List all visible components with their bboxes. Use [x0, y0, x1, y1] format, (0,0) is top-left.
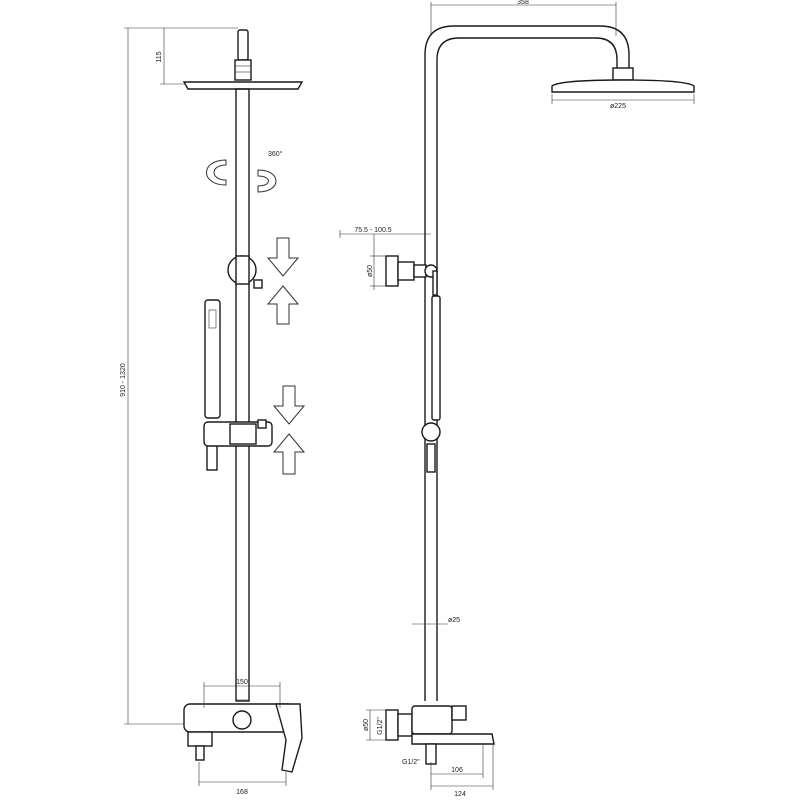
adjust-arrows-upper	[266, 237, 300, 325]
front-view: 910 - 1320 115 360°	[120, 27, 306, 796]
arm-reach-label: 358	[517, 0, 529, 6]
side-view: 358 ø225 75.5 - 100.5	[339, 0, 695, 798]
mixer-diameter-label: ø50	[363, 719, 370, 731]
hand-shower-holder-front	[203, 419, 273, 447]
rotation-label: 360°	[268, 150, 283, 158]
bracket-range-dimension: 75.5 - 100.5	[339, 227, 431, 290]
bracket-range-label: 75.5 - 100.5	[354, 227, 391, 234]
head-diameter-label: ø225	[610, 103, 626, 110]
mixer-bottom-label: 168	[236, 789, 248, 796]
total-height-label: 910 - 1320	[120, 363, 127, 397]
wall-bracket-side: ø50	[367, 255, 438, 296]
spout-124-label: 124	[454, 791, 466, 798]
bracket-diameter-label: ø50	[367, 265, 374, 277]
spout-dimensions: 106 124	[430, 744, 494, 798]
hand-shower-side	[421, 295, 441, 473]
upper-bracket-front	[227, 255, 263, 289]
head-height-label: 115	[156, 51, 163, 62]
mixer-diameter-dimension: ø50	[363, 709, 386, 741]
mixer-top-dimension: 150	[203, 679, 281, 708]
mixer-top-label: 150	[236, 679, 248, 686]
total-height-dimension: 910 - 1320	[120, 27, 238, 725]
mixer-bottom-dimension: 168	[198, 762, 287, 796]
mixer-side	[385, 705, 495, 765]
arm-reach-dimension: 358	[430, 0, 617, 36]
upright-with-arm	[424, 25, 630, 701]
main-pipe-front	[235, 88, 250, 702]
hand-shower-front	[204, 299, 221, 471]
pipe-diameter-label: ø25	[448, 617, 460, 624]
shower-head-front	[182, 29, 304, 90]
g-half-upper-label: G1/2"	[377, 717, 384, 735]
head-height-dimension: 115	[156, 28, 185, 85]
rotation-indicator: 360°	[206, 150, 283, 193]
g-half-lower-label: G1/2"	[402, 759, 420, 766]
shower-head-side: ø225	[551, 67, 695, 110]
adjust-arrows-lower	[272, 385, 306, 475]
pipe-diameter-dimension: ø25	[412, 617, 460, 625]
spout-106-label: 106	[451, 767, 463, 774]
mixer-front	[183, 699, 303, 773]
